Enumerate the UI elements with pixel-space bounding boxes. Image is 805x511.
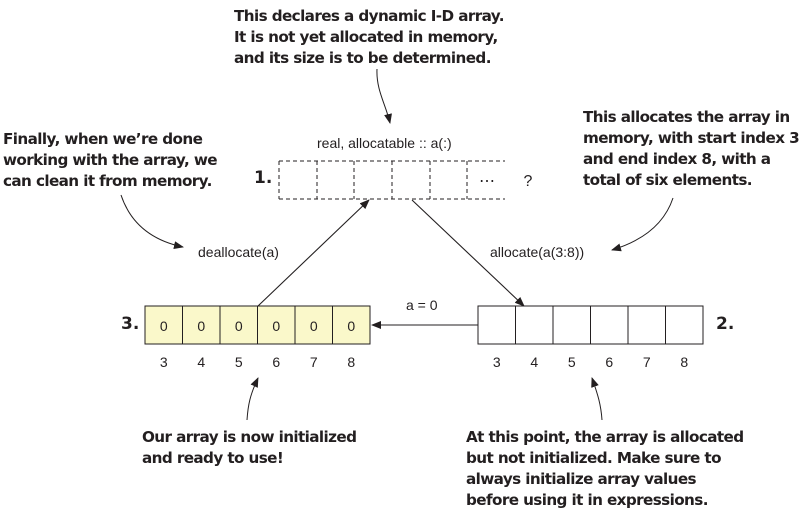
initialized-array-cell-value: 0 — [272, 318, 280, 334]
initialized-array: 0 3 0 4 0 5 0 6 0 7 0 8 — [144, 305, 371, 370]
allocated-array-cell — [477, 305, 516, 345]
allocated-array-index-label: 4 — [530, 354, 538, 370]
callout-allocate: This allocates the array in memory, with… — [583, 108, 800, 189]
initialized-array-cell-value: 0 — [347, 318, 355, 334]
allocated-array: 3 4 5 6 7 8 — [477, 305, 704, 370]
initialized-array-cell-value: 0 — [197, 318, 205, 334]
declared-array: ⋯ ? — [278, 160, 533, 200]
initialized-array-cell-value: 0 — [235, 318, 243, 334]
initialized-array-cell — [257, 305, 296, 345]
callout-initialized-pointer — [246, 377, 259, 421]
allocated-array-index-label: 6 — [605, 354, 613, 370]
callout-allocated-not-initialized: At this point, the array is allocated bu… — [466, 428, 744, 509]
callout-allocated-pointer — [591, 377, 603, 421]
step-1-label: 1. — [254, 168, 273, 188]
allocated-array-cell — [552, 305, 591, 345]
declaration-code: real, allocatable :: a(:) — [317, 135, 452, 151]
allocate-code: allocate(a(3:8)) — [490, 244, 585, 260]
allocated-array-index-label: 8 — [680, 354, 688, 370]
callout-declare-pointer — [376, 68, 392, 124]
allocated-array-index-label: 5 — [568, 354, 576, 370]
callout-allocate-pointer — [611, 197, 674, 252]
initialized-array-index-label: 5 — [235, 354, 243, 370]
initialized-array-index-label: 6 — [272, 354, 280, 370]
callout-deallocate-pointer — [120, 194, 184, 250]
deallocate-arrow — [257, 199, 370, 307]
declared-array-unknown-size: ? — [524, 173, 533, 190]
step-3-label: 3. — [121, 314, 140, 334]
deallocate-code: deallocate(a) — [198, 244, 279, 260]
declared-array-ellipsis: ⋯ — [479, 173, 495, 190]
allocated-array-index-label: 7 — [643, 354, 651, 370]
allocated-array-index-label: 3 — [493, 354, 501, 370]
initialized-array-index-label: 4 — [197, 354, 205, 370]
allocate-arrow — [411, 199, 525, 307]
assign-code: a = 0 — [406, 297, 438, 313]
initialized-array-cell — [182, 305, 221, 345]
step-2-label: 2. — [716, 314, 735, 334]
allocated-array-cell — [515, 305, 554, 345]
initialized-array-cell-value: 0 — [310, 318, 318, 334]
callout-declare: This declares a dynamic I-D array. It is… — [234, 7, 504, 67]
initialized-array-index-label: 8 — [347, 354, 355, 370]
allocated-array-cell — [665, 305, 704, 345]
initialized-array-index-label: 7 — [310, 354, 318, 370]
initialized-array-index-label: 3 — [160, 354, 168, 370]
callout-initialized: Our array is now initialized and ready t… — [142, 428, 357, 467]
allocated-array-cell — [627, 305, 666, 345]
initialized-array-cell-value: 0 — [160, 318, 168, 334]
initialized-array-cell — [332, 305, 371, 345]
allocated-array-cell — [590, 305, 629, 345]
callout-deallocate: Finally, when we’re done working with th… — [3, 130, 218, 190]
initialized-array-cell — [294, 305, 333, 345]
